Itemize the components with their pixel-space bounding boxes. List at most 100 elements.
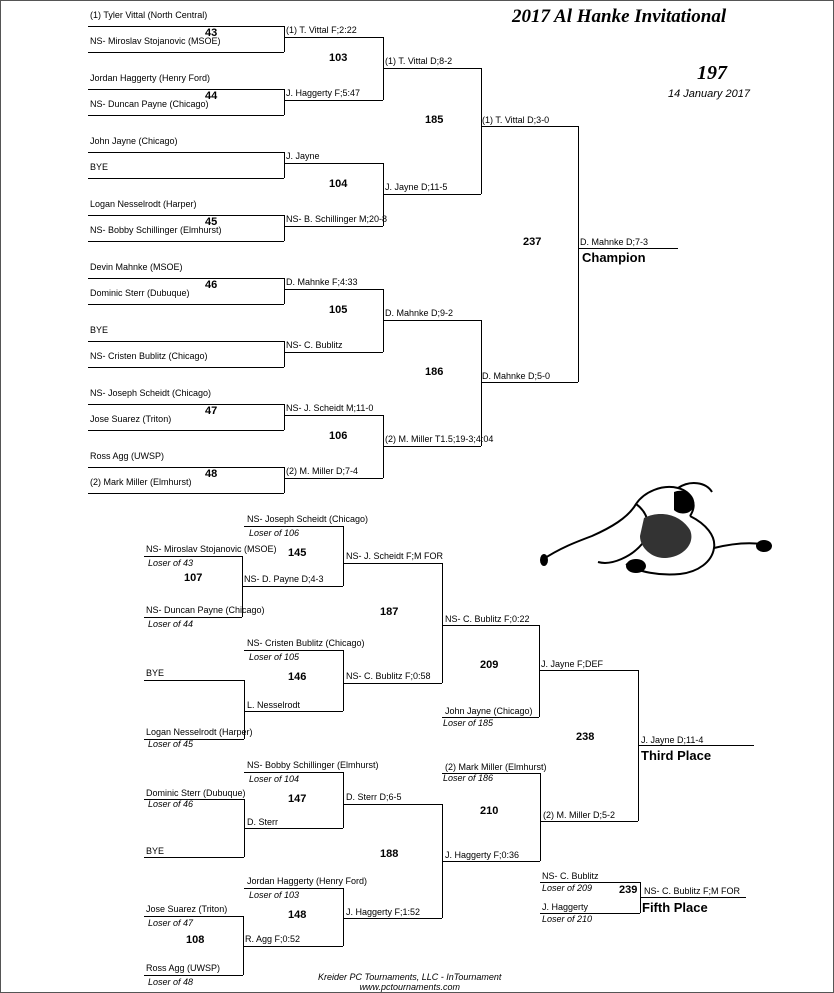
bracket-line (284, 100, 383, 101)
loser-of-label: Loser of 209 (542, 883, 593, 893)
match-result: D. Sterr D;6-5 (346, 792, 402, 802)
bracket-line (88, 367, 284, 368)
bracket-line (244, 772, 343, 773)
bracket-line (88, 493, 284, 494)
bracket-line (244, 711, 343, 712)
wrestler-name: NS- Duncan Payne (Chicago) (146, 605, 265, 615)
match-result: J. Haggerty (542, 902, 589, 912)
bracket-line (88, 341, 284, 342)
match-result: NS- C. Bublitz F;M FOR (644, 886, 741, 896)
match-result: J. Jayne (286, 151, 320, 161)
bracket-line (383, 446, 481, 447)
bracket-line (243, 916, 244, 975)
bracket-line (284, 26, 285, 52)
match-result: NS- C. Bublitz F;0:22 (445, 614, 530, 624)
bracket-line (244, 888, 343, 889)
bracket-line (284, 37, 383, 38)
wrestler-name: NS- Cristen Bublitz (Chicago) (247, 638, 365, 648)
footer-company: Kreider PC Tournaments, LLC - InTourname… (318, 972, 502, 982)
wrestler-name: NS- Joseph Scheidt (Chicago) (247, 514, 369, 524)
bracket-line (343, 918, 442, 919)
wrestler-name: BYE (90, 325, 109, 335)
tournament-date: 14 January 2017 (668, 88, 750, 100)
bracket-line (442, 625, 539, 626)
weight-class: 197 (697, 62, 727, 84)
bracket-line (540, 913, 640, 914)
bracket-line (284, 89, 285, 115)
bracket-line (244, 526, 343, 527)
bracket-line (88, 152, 284, 153)
bout-number: 44 (205, 90, 218, 102)
bracket-line (343, 772, 344, 828)
bracket-line (539, 625, 540, 717)
bracket-line (442, 773, 540, 774)
footer-website: www.pctournaments.com (359, 982, 460, 992)
bout-number: 210 (480, 805, 499, 817)
bracket-line (88, 404, 284, 405)
match-result: D. Sterr (247, 817, 279, 827)
loser-of-label: Loser of 48 (148, 977, 194, 987)
bracket-line (244, 650, 343, 651)
fifth-place-label: Fifth Place (642, 900, 708, 915)
wrestler-name: Devin Mahnke (MSOE) (90, 262, 183, 272)
bracket-line (144, 799, 244, 800)
loser-of-label: Loser of 104 (249, 774, 300, 784)
match-result: NS- J. Scheidt M;11-0 (286, 403, 374, 413)
bracket-line (88, 278, 284, 279)
match-result: (2) M. Miller T1.5;19-3;4:04 (385, 434, 494, 444)
bracket-line (640, 897, 746, 898)
wrestler-name: Jose Suarez (Triton) (146, 904, 228, 914)
loser-of-label: Loser of 44 (148, 619, 194, 629)
bracket-line (242, 586, 343, 587)
bracket-line (88, 304, 284, 305)
bout-number: 238 (576, 731, 595, 743)
match-result: (2) M. Miller D;5-2 (543, 810, 616, 820)
wrestler-name: NS- Miroslav Stojanovic (MSOE) (146, 544, 277, 554)
bracket-line (343, 804, 442, 805)
bracket-line (88, 26, 284, 27)
bracket-line (442, 563, 443, 683)
wrestler-name: John Jayne (Chicago) (445, 706, 533, 716)
loser-of-label: Loser of 103 (249, 890, 300, 900)
loser-of-label: Loser of 106 (249, 528, 300, 538)
match-result: J. Jayne F;DEF (541, 659, 604, 669)
match-result: NS- C. Bublitz (542, 871, 599, 881)
bout-number: 107 (184, 572, 203, 584)
bout-number: 237 (523, 236, 542, 248)
match-result: J. Jayne D;11-4 (641, 735, 704, 745)
bracket-line (383, 320, 481, 321)
bout-number: 188 (380, 848, 399, 860)
bracket-line (284, 478, 383, 479)
bout-number: 108 (186, 934, 205, 946)
bracket-line (88, 89, 284, 90)
tournament-title: 2017 Al Hanke Invitational (512, 6, 727, 27)
bracket-line (88, 52, 284, 53)
bout-number: 187 (380, 606, 399, 618)
bracket-line (343, 650, 344, 711)
bracket-line (88, 241, 284, 242)
bracket-line (481, 382, 578, 383)
bracket-line (442, 861, 540, 862)
bracket-line (243, 946, 343, 947)
bracket-line (244, 680, 245, 739)
bout-number: 45 (205, 216, 218, 228)
match-result: D. Mahnke F;4:33 (286, 277, 358, 287)
bracket-line (284, 289, 383, 290)
loser-of-label: Loser of 105 (249, 652, 300, 662)
bout-number: 46 (205, 279, 218, 291)
match-result: J. Jayne D;11-5 (385, 182, 448, 192)
wrestler-name: (2) Mark Miller (Elmhurst) (90, 477, 192, 487)
wrestler-name: Dominic Sterr (Dubuque) (146, 788, 246, 798)
bracket-line (383, 194, 481, 195)
bracket-line (144, 857, 244, 858)
match-result: L. Nesselrodt (247, 700, 301, 710)
wrestler-illustration (540, 482, 772, 576)
wrestler-name: BYE (90, 162, 109, 172)
match-result: (1) T. Vittal D;8-2 (385, 56, 453, 66)
match-result: (2) M. Miller D;7-4 (286, 466, 359, 476)
wrestler-name: (2) Mark Miller (Elmhurst) (445, 762, 547, 772)
wrestler-name: Ross Agg (UWSP) (90, 451, 165, 461)
bracket-line (88, 178, 284, 179)
footer: Kreider PC Tournaments, LLC - InTourname… (318, 972, 501, 992)
bout-number: 104 (329, 178, 348, 190)
